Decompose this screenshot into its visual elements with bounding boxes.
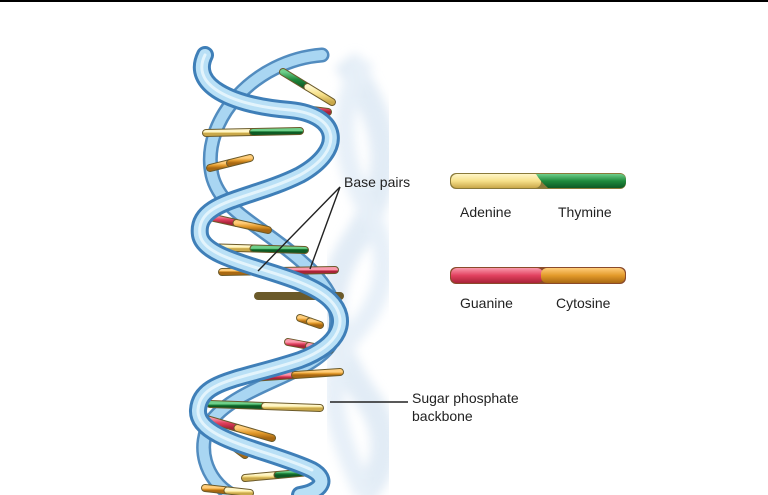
legend-guanine-cytosine-bar	[450, 267, 626, 284]
base-pair-segment	[280, 69, 311, 90]
top-rule	[0, 0, 768, 2]
label-thymine: Thymine	[558, 204, 612, 220]
base-pair-rungs	[198, 68, 344, 495]
base-pair-segment	[304, 84, 335, 105]
base-pair-segment	[307, 318, 323, 328]
base-pair-segment	[292, 369, 343, 378]
label-sugar-phosphate-backbone: Sugar phosphate backbone	[412, 390, 519, 425]
base-pair-segment	[242, 472, 281, 481]
backbone-strand-front-highlight	[196, 53, 342, 472]
label-adenine: Adenine	[460, 204, 512, 220]
legend-adenine-thymine-bar	[450, 173, 626, 189]
label-sugar-line2: backbone	[412, 407, 473, 424]
pointer-base-pairs-2	[309, 186, 341, 270]
base-pair-segment	[234, 425, 275, 441]
label-cytosine: Cytosine	[556, 295, 611, 311]
pointer-base-pairs-1	[257, 186, 341, 272]
base-pair-segment	[233, 220, 271, 233]
base-pair-segment	[224, 487, 253, 495]
base-pair-segment	[227, 155, 253, 166]
label-guanine: Guanine	[460, 295, 513, 311]
base-pair-segment	[262, 403, 323, 411]
base-pair-segment	[250, 128, 303, 135]
base-pair-segment	[207, 401, 268, 409]
base-pair-segment	[203, 129, 256, 136]
label-base-pairs: Base pairs	[344, 174, 411, 190]
label-sugar-line1: Sugar phosphate	[412, 390, 519, 406]
helix-shadow	[319, 52, 397, 495]
